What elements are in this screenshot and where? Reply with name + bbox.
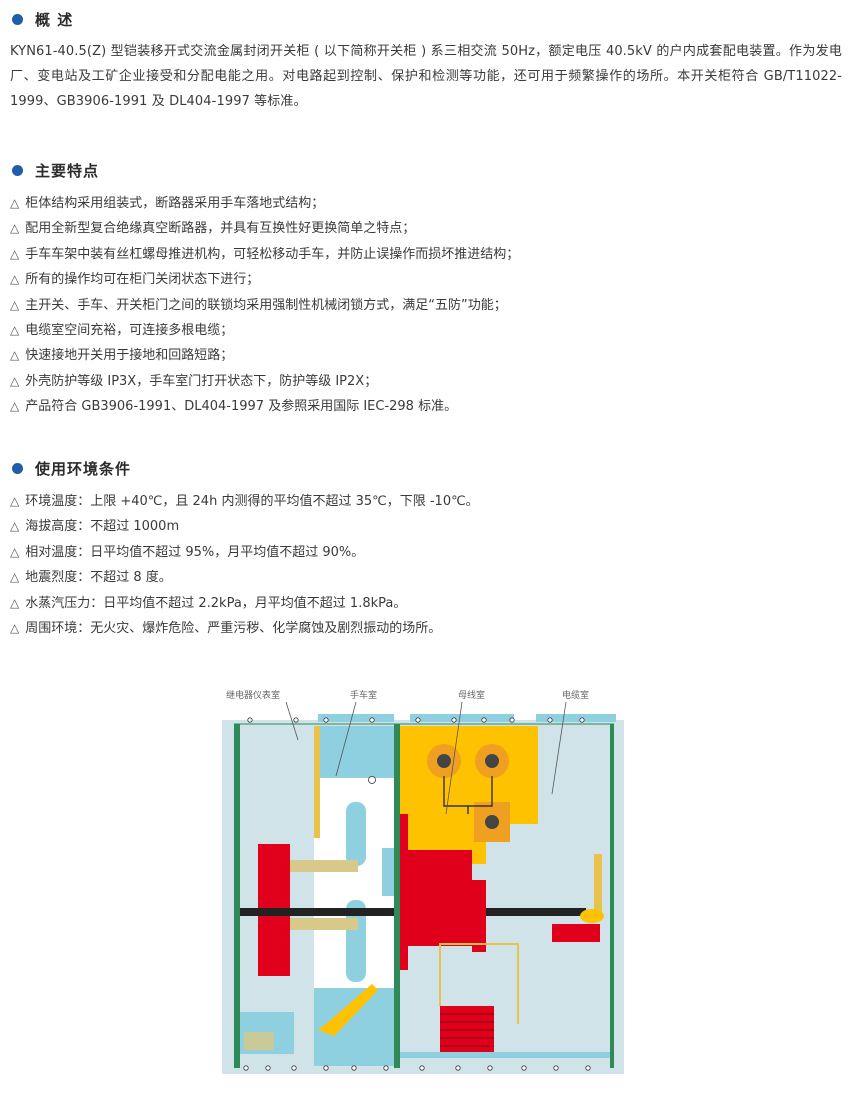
current-transformer (552, 924, 600, 942)
features-section: 主要特点 △ 柜体结构采用组装式，断路器采用手车落地式结构； △ 配用全新型复合绝缘真… (10, 159, 842, 420)
environment-item: △ 相对温度：日平均值不超过 95%，月平均值不超过 90%。 (10, 540, 842, 565)
feature-item-text: 快速接地开关用于接地和回路短路； (25, 348, 234, 364)
feature-item: △ 手车车架中装有丝杠螺母推进机构，可轻松移动手车，并防止误操作而损坏推进结构； (10, 242, 842, 267)
overview-text: KYN61-40.5(Z) 型铠装移开式交流金属封闭开关柜 ( 以下简称开关柜 … (10, 44, 842, 109)
relay-wall-yellow (314, 726, 320, 838)
triangle-icon: △ (10, 494, 20, 508)
arm-upper (290, 860, 358, 872)
leader-line (335, 701, 357, 777)
environment-item-text: 环境温度：上限 +40℃，且 24h 内测得的平均值不超过 35℃，下限 -10… (25, 494, 479, 509)
feature-item: △ 电缆室空间充裕，可连接多根电缆； (10, 318, 842, 343)
features-list: △ 柜体结构采用组装式，断路器采用手车落地式结构； △ 配用全新型复合绝缘真空断路器，… (10, 191, 842, 420)
features-heading: 主要特点 (10, 159, 842, 181)
environment-item-text: 地震烈度：不超过 8 度。 (25, 570, 172, 586)
feature-item-text: 主开关、手车、开关柜门之间的联锁均采用强制性机械闭锁方式，满足“五防”功能； (25, 297, 507, 313)
label-cable-room: 电缆室 (562, 689, 589, 701)
environment-item-text: 水蒸汽压力：日平均值不超过 2.2kPa，月平均值不超过 1.8kPa。 (25, 595, 407, 611)
frame-middle (394, 724, 400, 1068)
environment-item-text: 海拔高度：不超过 1000m (25, 519, 180, 535)
environment-item: △ 环境温度：上限 +40℃，且 24h 内测得的平均值不超过 35℃，下限 -1… (10, 489, 842, 514)
triangle-icon: △ (10, 297, 20, 312)
label-relay-room: 继电器仪表室 (226, 689, 280, 701)
environment-list: △ 环境温度：上限 +40℃，且 24h 内测得的平均值不超过 35℃，下限 -1… (10, 489, 842, 641)
earthing-rod (594, 854, 602, 914)
busbar-core (437, 754, 451, 768)
leader-line (551, 701, 567, 795)
breaker-flange (472, 880, 486, 952)
leader-line (285, 701, 299, 741)
triangle-icon: △ (10, 323, 20, 338)
triangle-icon: △ (10, 221, 20, 236)
feature-item-text: 所有的操作均可在柜门关闭状态下进行； (25, 272, 260, 288)
frame-right (610, 724, 614, 1068)
environment-item: △ 海拔高度：不超过 1000m (10, 514, 842, 539)
features-title: 主要特点 (35, 161, 100, 180)
bullet-dot-icon (12, 13, 23, 25)
label-truck-room: 手车室 (350, 689, 377, 701)
feature-item-text: 电缆室空间充裕，可连接多根电缆； (25, 323, 234, 339)
overview-section: 概 述 KYN61-40.5(Z) 型铠装移开式交流金属封闭开关柜 ( 以下简称… (10, 8, 842, 114)
truck-room-top (314, 726, 394, 778)
rivet-row (243, 717, 591, 1071)
triangle-icon: △ (10, 519, 20, 534)
environment-item-text: 周围环境：无火灾、爆炸危险、严重污秽、化学腐蚀及剧烈振动的场所。 (25, 621, 442, 637)
breaker-stem (400, 814, 408, 970)
feature-item: △ 主开关、手车、开关柜门之间的联锁均采用强制性机械闭锁方式，满足“五防”功能； (10, 293, 842, 318)
control-wire (439, 943, 519, 1024)
breaker-right (398, 850, 472, 946)
feature-item: △ 所有的操作均可在柜门关闭状态下进行； (10, 267, 842, 292)
triangle-icon: △ (10, 399, 20, 414)
environment-item: △ 水蒸汽压力：日平均值不超过 2.2kPa，月平均值不超过 1.8kPa。 (10, 591, 842, 616)
environment-heading: 使用环境条件 (10, 457, 842, 479)
triangle-icon: △ (10, 595, 20, 610)
bullet-dot-icon (12, 462, 23, 474)
environment-item-text: 相对温度：日平均值不超过 95%，月平均值不超过 90%。 (25, 544, 365, 560)
label-busbar-room: 母线室 (458, 689, 485, 701)
feature-item-text: 柜体结构采用组装式，断路器采用手车落地式结构； (25, 196, 325, 211)
feature-item: △ 快速接地开关用于接地和回路短路； (10, 343, 842, 368)
mechanism-coil (244, 1032, 274, 1050)
triangle-icon: △ (10, 348, 20, 363)
earthing-switch (580, 909, 604, 923)
triangle-icon: △ (10, 544, 20, 559)
triangle-icon: △ (10, 196, 20, 210)
insulator-upper (346, 802, 366, 866)
feature-item-text: 外壳防护等级 IP3X，手车室门打开状态下，防护等级 IP2X； (25, 373, 378, 389)
cable-coil (440, 1006, 494, 1054)
feature-item: △ 外壳防护等级 IP3X，手车室门打开状态下，防护等级 IP2X； (10, 369, 842, 394)
top-cap (410, 714, 514, 722)
triangle-icon: △ (10, 570, 20, 585)
earthing-handle (318, 984, 378, 1036)
environment-title: 使用环境条件 (35, 459, 132, 478)
feature-item: △ 配用全新型复合绝缘真空断路器，并具有互换性好更换简单之特点； (10, 216, 842, 241)
environment-item: △ 周围环境：无火灾、爆炸危险、严重污秽、化学腐蚀及剧烈振动的场所。 (10, 616, 842, 641)
leader-line (445, 701, 463, 815)
overview-title: 概 述 (35, 10, 74, 29)
busbar-core (485, 815, 499, 829)
triangle-icon: △ (10, 272, 20, 287)
frame-bottom (400, 1052, 610, 1058)
busbar-core (485, 754, 499, 768)
feature-item-text: 手车车架中装有丝杠螺母推进机构，可轻松移动手车，并防止误操作而损坏推进结构； (25, 246, 520, 262)
feature-item-text: 产品符合 GB3906-1991、DL404-1997 及参照采用国际 IEC-… (25, 399, 458, 415)
relay-room (240, 728, 298, 836)
triangle-icon: △ (10, 621, 20, 636)
cable-room (540, 726, 614, 1066)
top-cap (318, 714, 394, 722)
frame-left (234, 724, 240, 1068)
feature-item: △ 产品符合 GB3906-1991、DL404-1997 及参照采用国际 IEC… (10, 394, 842, 419)
switchgear-cross-section-figure: 继电器仪表室 手车室 母线室 电缆室 (222, 689, 624, 1074)
switchgear-diagram: 继电器仪表室 手车室 母线室 电缆室 (222, 684, 628, 1076)
triangle-icon: △ (10, 246, 20, 261)
feature-item-text: 配用全新型复合绝缘真空断路器，并具有互换性好更换简单之特点； (25, 221, 416, 237)
bullet-dot-icon (12, 164, 23, 176)
environment-item: △ 地震烈度：不超过 8 度。 (10, 565, 842, 590)
feature-item: △ 柜体结构采用组装式，断路器采用手车落地式结构； (10, 191, 842, 216)
arm-lower (290, 918, 358, 930)
environment-section: 使用环境条件 △ 环境温度：上限 +40℃，且 24h 内测得的平均值不超过 35… (10, 457, 842, 641)
triangle-icon: △ (10, 373, 20, 388)
overview-heading: 概 述 (10, 8, 842, 30)
top-cap (536, 714, 616, 722)
